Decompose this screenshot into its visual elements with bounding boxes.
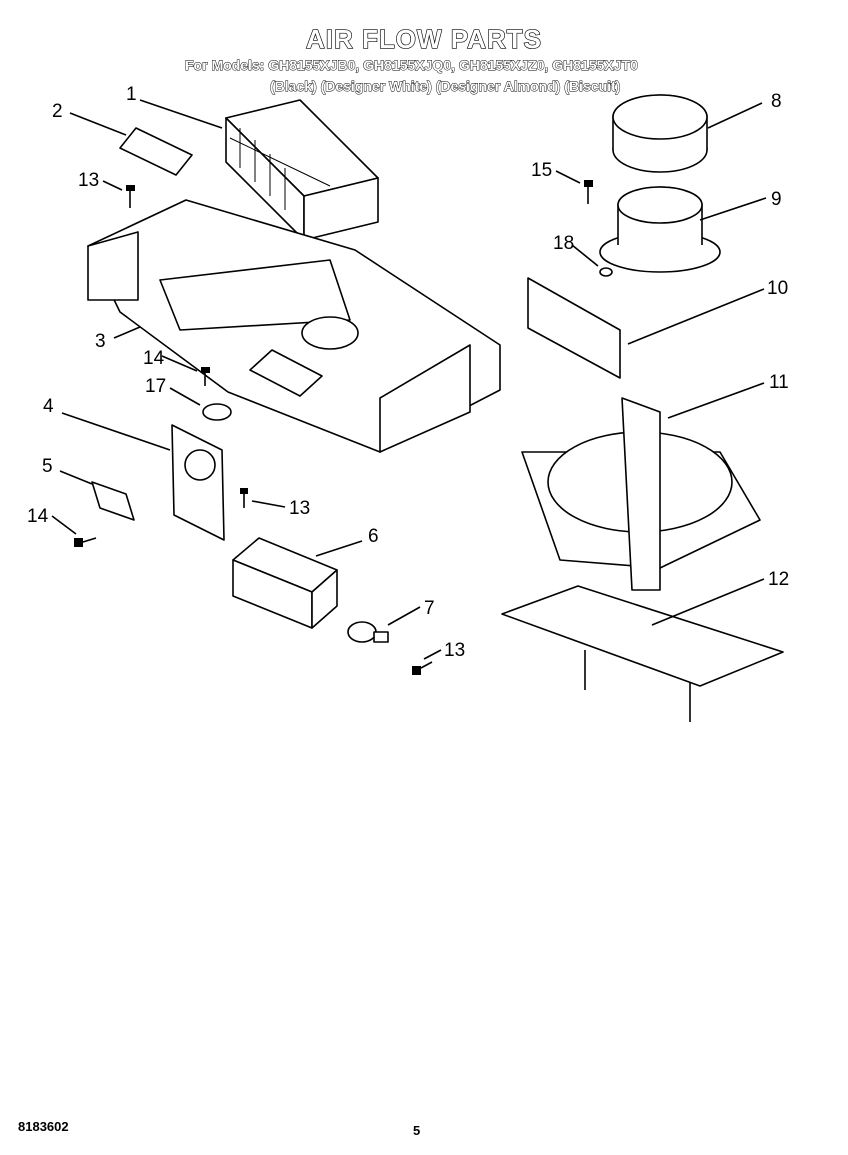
models-line: For Models: GH8155XJB0, GH8155XJQ0, GH81…	[185, 57, 639, 74]
part-10-grille	[527, 277, 621, 379]
callout-5: 5	[42, 456, 53, 477]
callout-12: 12	[768, 569, 789, 590]
callout-6: 6	[368, 526, 379, 547]
callout-8: 8	[771, 91, 782, 112]
callout-14-left: 14	[27, 506, 49, 527]
part-4-bracket	[171, 424, 225, 541]
callout-13-top: 13	[78, 170, 99, 191]
callout-14-top: 14	[143, 348, 165, 369]
part-9-motor	[599, 186, 721, 273]
page-title: AIR FLOW PARTS	[305, 23, 542, 54]
document-number: 8183602	[18, 1119, 69, 1134]
callout-2: 2	[52, 101, 63, 122]
screw-15	[584, 180, 593, 204]
callout-1: 1	[126, 84, 137, 105]
callout-13-bottom: 13	[444, 640, 465, 661]
screw-14-left	[74, 537, 97, 547]
part-1-duct	[225, 99, 379, 241]
callout-7: 7	[424, 598, 435, 619]
screw-13-bottom	[412, 661, 433, 675]
callout-18: 18	[553, 233, 574, 254]
callout-3: 3	[95, 331, 106, 352]
screw-14-top	[201, 367, 210, 386]
callout-17: 17	[145, 376, 166, 397]
callout-10: 10	[767, 278, 788, 299]
callout-11: 11	[769, 372, 789, 393]
part-8-blower-wheel	[612, 94, 708, 173]
part-12-mounting-plate	[501, 585, 784, 722]
part-5-thermostat	[91, 481, 135, 521]
callout-4: 4	[43, 396, 54, 417]
callout-9: 9	[771, 189, 782, 210]
part-18-nut	[599, 267, 613, 277]
callout-labels: 1 2 3 4 5 6 7 8 9 10 11 12 13 13 13 14 1…	[27, 84, 789, 661]
part-17-thermal-fuse	[202, 403, 232, 421]
part-6-lamp-housing	[232, 537, 338, 629]
part-2-damper	[119, 127, 193, 176]
part-7-bulb	[347, 621, 389, 643]
page-number: 5	[413, 1123, 421, 1138]
screw-13-top	[126, 185, 135, 208]
callout-15: 15	[531, 160, 552, 181]
screw-13-mid	[240, 488, 248, 508]
color-variants-line: (Black) (Designer White) (Designer Almon…	[270, 78, 621, 95]
leader-lines	[51, 99, 767, 660]
part-3-base	[87, 199, 501, 453]
part-11-blower-housing	[521, 397, 761, 591]
callout-13-mid: 13	[289, 498, 310, 519]
